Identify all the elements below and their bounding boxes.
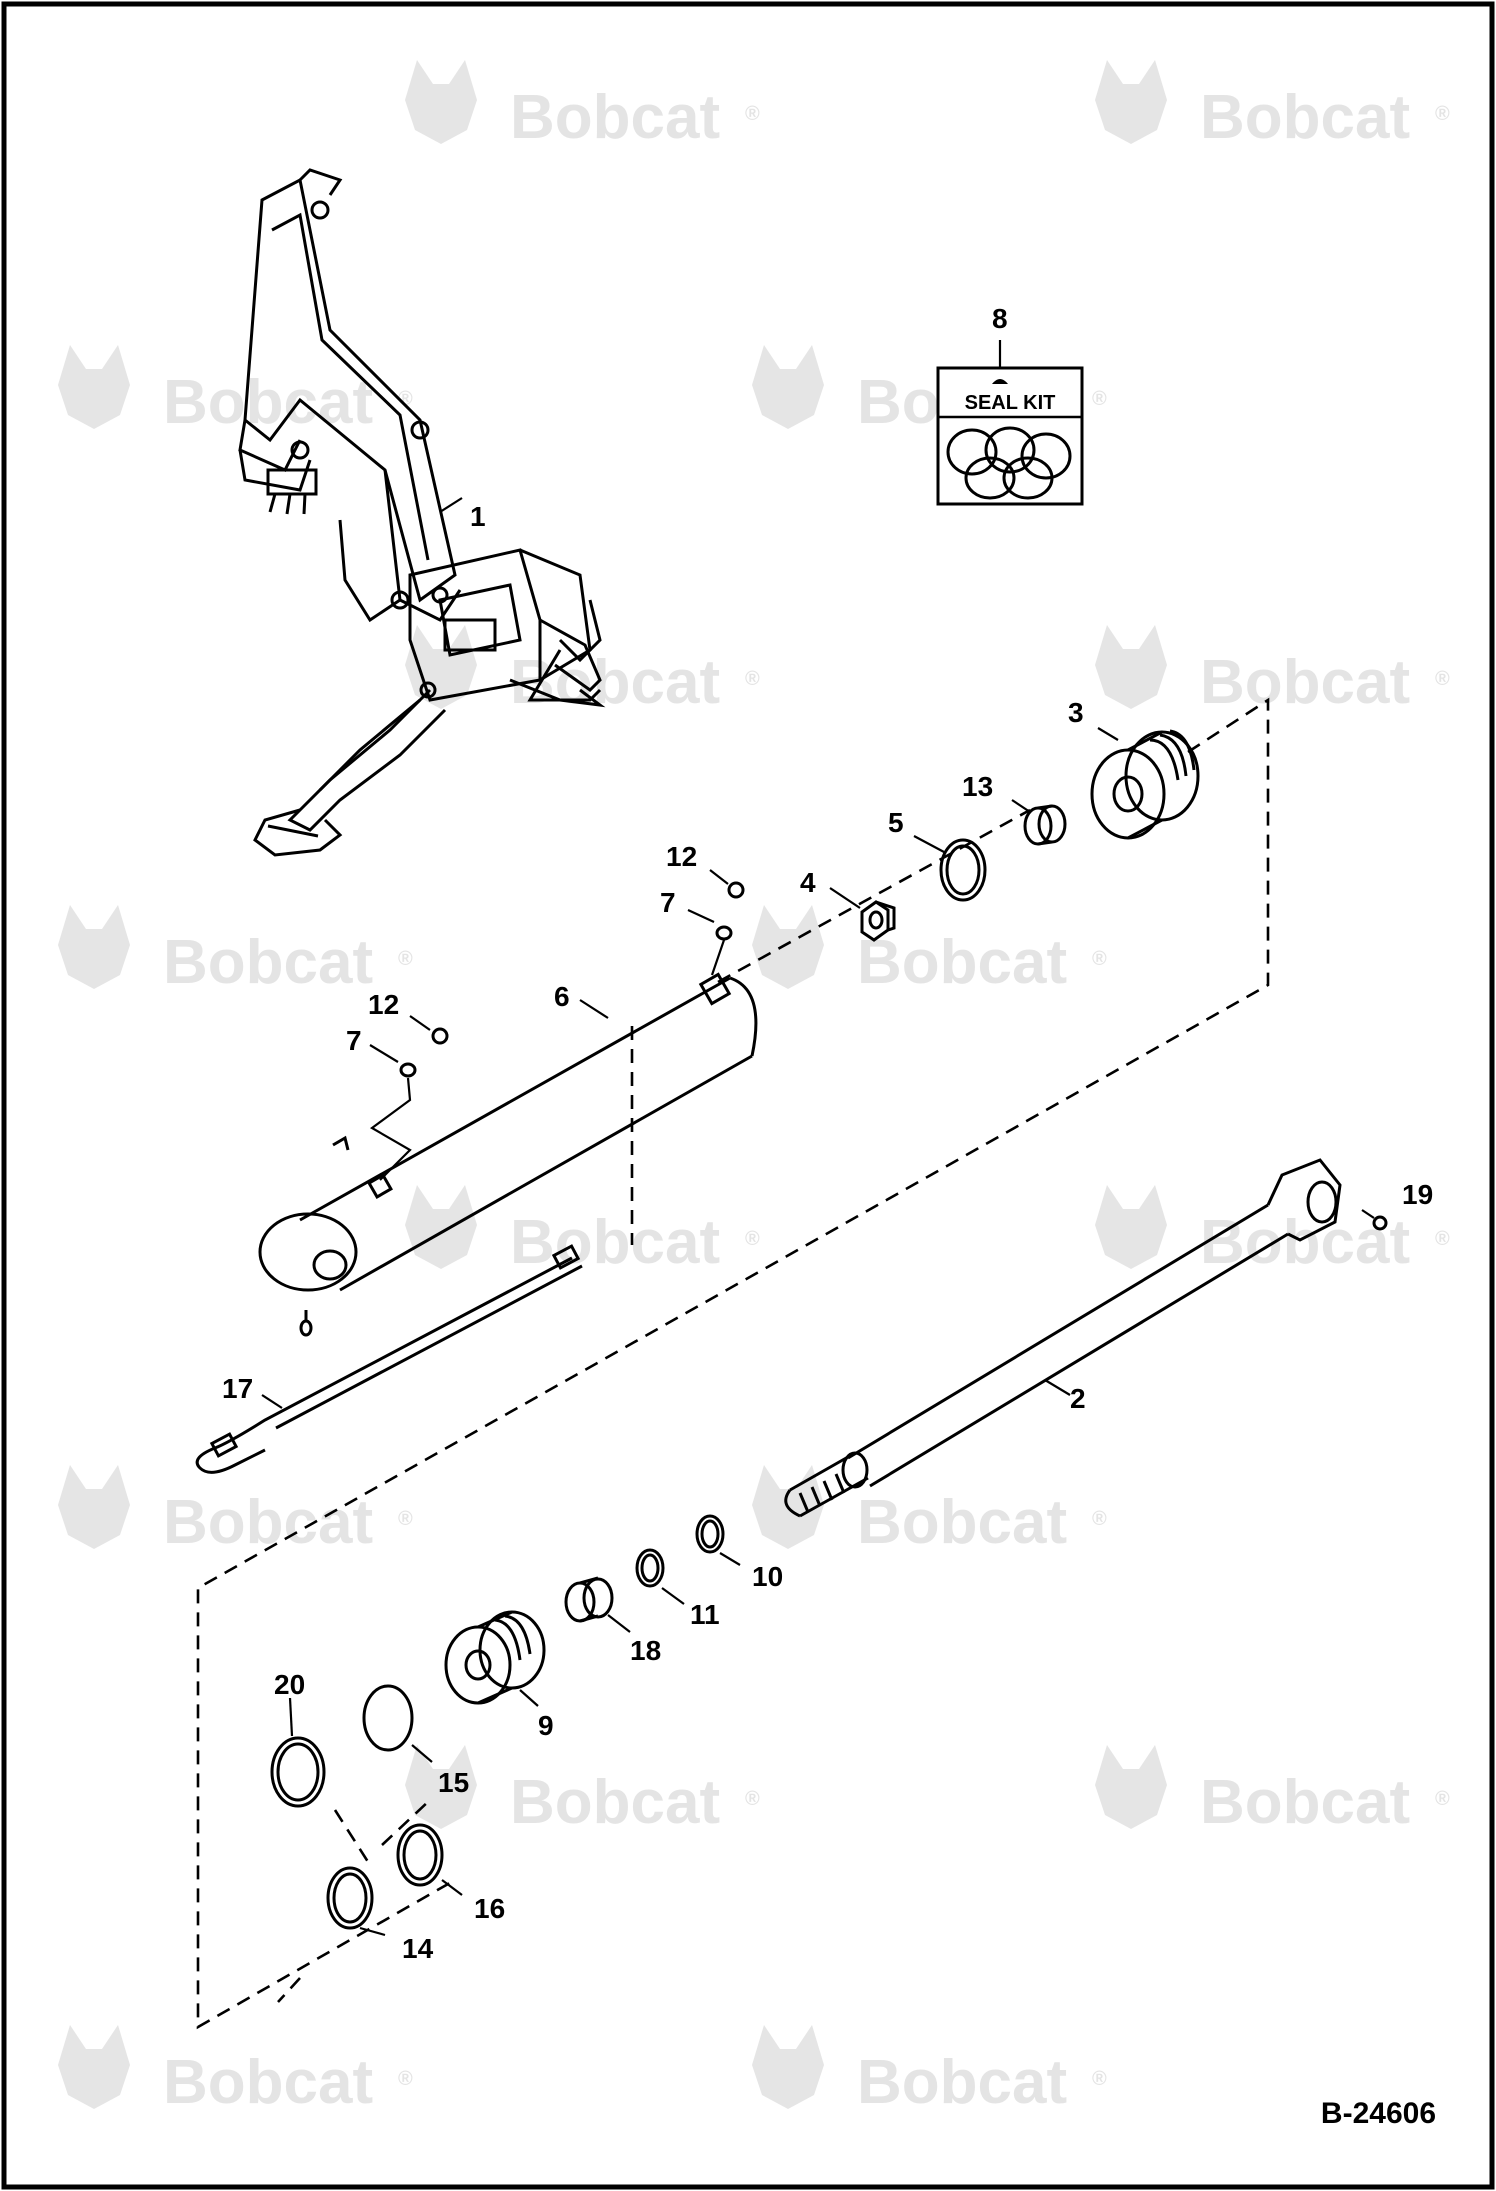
svg-text:®: ® <box>1092 388 1107 410</box>
tube-line[interactable] <box>195 1244 583 1474</box>
leader-lines <box>261 340 1375 1937</box>
assembly-lines <box>196 697 1270 2030</box>
watermark-5: Bobcat ® <box>405 625 760 717</box>
ring-16[interactable] <box>396 1823 444 1887</box>
callout-16: 16 <box>474 1893 505 1924</box>
svg-text:Bobcat: Bobcat <box>510 1208 720 1277</box>
watermark-14: Bobcat ® <box>1095 1745 1450 1837</box>
svg-text:®: ® <box>1435 103 1450 125</box>
watermark-15: Bobcat ® <box>58 2025 413 2117</box>
seal-kit[interactable]: SEAL KIT <box>936 366 1084 506</box>
ring-11[interactable] <box>635 1548 665 1588</box>
svg-text:®: ® <box>745 668 760 690</box>
callout-18: 18 <box>630 1635 661 1666</box>
callout-12-top: 12 <box>666 841 697 872</box>
svg-text:Bobcat: Bobcat <box>1200 648 1410 717</box>
watermark-7: Bobcat ® <box>58 905 413 997</box>
svg-text:®: ® <box>1435 1228 1450 1250</box>
piston-rear[interactable] <box>444 1610 546 1705</box>
svg-text:Bobcat: Bobcat <box>163 1488 373 1557</box>
piston-front[interactable] <box>1090 729 1200 840</box>
svg-text:Bobcat: Bobcat <box>857 928 1067 997</box>
ring-5[interactable] <box>939 838 987 902</box>
cylinder-barrel[interactable] <box>258 972 758 1337</box>
watermark-11: Bobcat ® <box>58 1465 413 1557</box>
svg-text:Bobcat: Bobcat <box>857 2048 1067 2117</box>
callout-2: 2 <box>1070 1383 1086 1414</box>
watermark-8: Bobcat ® <box>752 905 1107 997</box>
backhoe-assembly[interactable] <box>238 168 606 857</box>
callout-8: 8 <box>992 303 1008 334</box>
svg-text:®: ® <box>1435 1788 1450 1810</box>
callout-3: 3 <box>1068 697 1084 728</box>
svg-text:®: ® <box>1435 668 1450 690</box>
watermark-layer: Bobcat® Bobcat® Bobcat® Bobcat® Bobcat® … <box>58 60 1450 2117</box>
svg-text:Bobcat: Bobcat <box>163 928 373 997</box>
fitting-19[interactable] <box>1372 1215 1388 1231</box>
callout-19: 19 <box>1402 1179 1433 1210</box>
callout-1: 1 <box>470 501 486 532</box>
nut-4[interactable] <box>860 900 896 942</box>
watermark-12: Bobcat ® <box>752 1465 1107 1557</box>
svg-text:®: ® <box>745 1788 760 1810</box>
svg-text:Bobcat: Bobcat <box>1200 1768 1410 1837</box>
seal-kit-label: SEAL KIT <box>965 392 1056 414</box>
svg-text:®: ® <box>1092 1508 1107 1530</box>
callout-labels: 1 8 3 13 5 4 12 7 6 12 7 19 2 17 10 11 1… <box>222 303 1433 1964</box>
callout-9: 9 <box>538 1710 554 1741</box>
callout-17: 17 <box>222 1373 253 1404</box>
svg-text:®: ® <box>398 1508 413 1530</box>
svg-text:Bobcat: Bobcat <box>510 1768 720 1837</box>
svg-text:Bobcat: Bobcat <box>163 2048 373 2117</box>
piston-rod[interactable] <box>784 1158 1342 1518</box>
watermark-16: Bobcat ® <box>752 2025 1107 2117</box>
svg-text:®: ® <box>398 388 413 410</box>
bushing-13[interactable] <box>1023 804 1067 846</box>
callout-7-left: 7 <box>346 1025 362 1056</box>
callout-15: 15 <box>438 1767 469 1798</box>
callout-5: 5 <box>888 807 904 838</box>
svg-text:®: ® <box>398 948 413 970</box>
svg-text:Bobcat: Bobcat <box>1200 83 1410 152</box>
svg-text:Bobcat: Bobcat <box>857 1488 1067 1557</box>
svg-text:®: ® <box>745 103 760 125</box>
callout-11: 11 <box>690 1599 720 1630</box>
watermark-6: Bobcat ® <box>1095 625 1450 717</box>
watermark-13: Bobcat ® <box>405 1745 760 1837</box>
svg-text:Bobcat: Bobcat <box>510 83 720 152</box>
watermark-1: Bobcat ® <box>405 60 760 152</box>
callout-6: 6 <box>554 981 570 1012</box>
svg-text:®: ® <box>398 2068 413 2090</box>
bushing-18[interactable] <box>564 1576 614 1623</box>
watermark-3: Bobcat ® <box>58 345 413 437</box>
svg-text:®: ® <box>745 1228 760 1250</box>
watermark-2: Bobcat ® <box>1095 60 1450 152</box>
callout-14: 14 <box>402 1933 434 1964</box>
drawing-number: B-24606 <box>1321 2097 1436 2130</box>
ring-14[interactable] <box>326 1866 374 1930</box>
ring-10[interactable] <box>695 1514 725 1554</box>
callout-13: 13 <box>962 771 993 802</box>
grease-fittings[interactable] <box>369 881 745 1181</box>
ring-20[interactable] <box>270 1736 326 1808</box>
callout-12-left: 12 <box>368 989 399 1020</box>
callout-20: 20 <box>274 1669 305 1700</box>
o-rings-icon <box>946 426 1072 500</box>
svg-text:Bobcat: Bobcat <box>163 368 373 437</box>
svg-text:®: ® <box>1092 2068 1107 2090</box>
callout-10: 10 <box>752 1561 783 1592</box>
callout-7-top: 7 <box>660 887 676 918</box>
callout-4: 4 <box>800 867 816 898</box>
ring-15[interactable] <box>362 1684 414 1752</box>
watermark-9: Bobcat ® <box>405 1185 760 1277</box>
hang-tab-icon <box>992 379 1008 384</box>
svg-text:Bobcat: Bobcat <box>510 648 720 717</box>
svg-text:®: ® <box>1092 948 1107 970</box>
